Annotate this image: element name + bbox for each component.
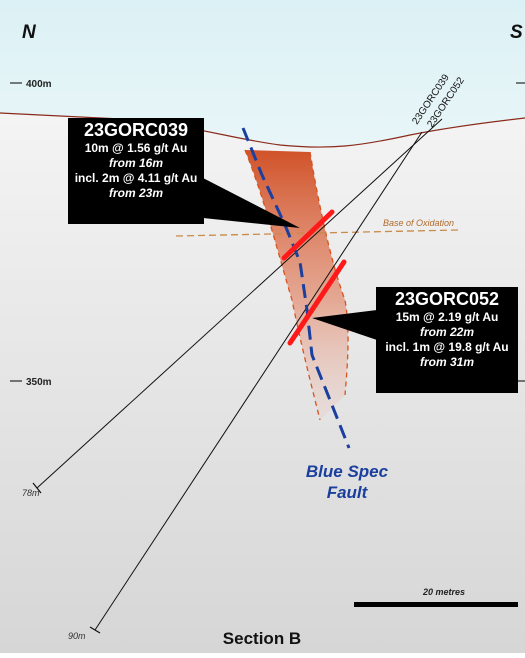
- callout-box-052: 23GORC052 15m @ 2.19 g/t Au from 22m inc…: [376, 287, 518, 393]
- drill-trace-039: [36, 118, 443, 489]
- zone-boundary-hangingwall: [309, 151, 349, 396]
- callout-grade-039: 10m @ 1.56 g/t Au: [84, 141, 188, 155]
- callout-grade-052: 15m @ 2.19 g/t Au: [395, 310, 499, 324]
- callout-incl-from-039: from 23m: [108, 186, 164, 200]
- drill-end-depth-052: 90m: [68, 631, 86, 641]
- intercept-052: [287, 259, 347, 346]
- scale-bar: [354, 602, 518, 607]
- callout-box-039: 23GORC039 10m @ 1.56 g/t Au from 16m inc…: [68, 118, 204, 224]
- callout-incl-052: incl. 1m @ 19.8 g/t Au: [385, 340, 509, 354]
- compass-south: S: [510, 22, 523, 43]
- topography-line: [0, 112, 525, 148]
- zone-boundary-footwall: [244, 149, 321, 421]
- blue-spec-fault-line: [241, 127, 351, 449]
- elevation-label-350: 350m: [26, 377, 52, 388]
- ground: [0, 113, 525, 653]
- callout-from-052: from 22m: [419, 325, 475, 339]
- callout-pointer-052: [312, 310, 377, 340]
- intercept-039: [281, 209, 335, 261]
- elevation-label-400: 400m: [26, 79, 52, 90]
- section-title: Section B: [223, 629, 301, 648]
- drill-trace-039-end: [32, 482, 42, 494]
- callout-title-039: 23GORC039: [83, 120, 189, 140]
- compass-north: N: [22, 22, 37, 43]
- callout-from-039: from 16m: [108, 156, 164, 170]
- drill-trace-052-end: [89, 626, 101, 634]
- oxidation-label: Base of Oxidation: [383, 218, 454, 228]
- callout-title-052: 23GORC052: [394, 289, 500, 309]
- drill-end-depth-039: 78m: [22, 488, 40, 498]
- callout-incl-from-052: from 31m: [419, 355, 475, 369]
- callout-incl-039: incl. 2m @ 4.11 g/t Au: [74, 171, 198, 185]
- scale-label: 20 metres: [422, 587, 465, 597]
- callout-pointer-039: [203, 178, 300, 228]
- drill-trace-052: [94, 131, 423, 631]
- oxidation-line: [175, 229, 459, 237]
- fault-label-line-2: Fault: [327, 483, 369, 502]
- fault-label-line-1: Blue Spec: [306, 462, 389, 481]
